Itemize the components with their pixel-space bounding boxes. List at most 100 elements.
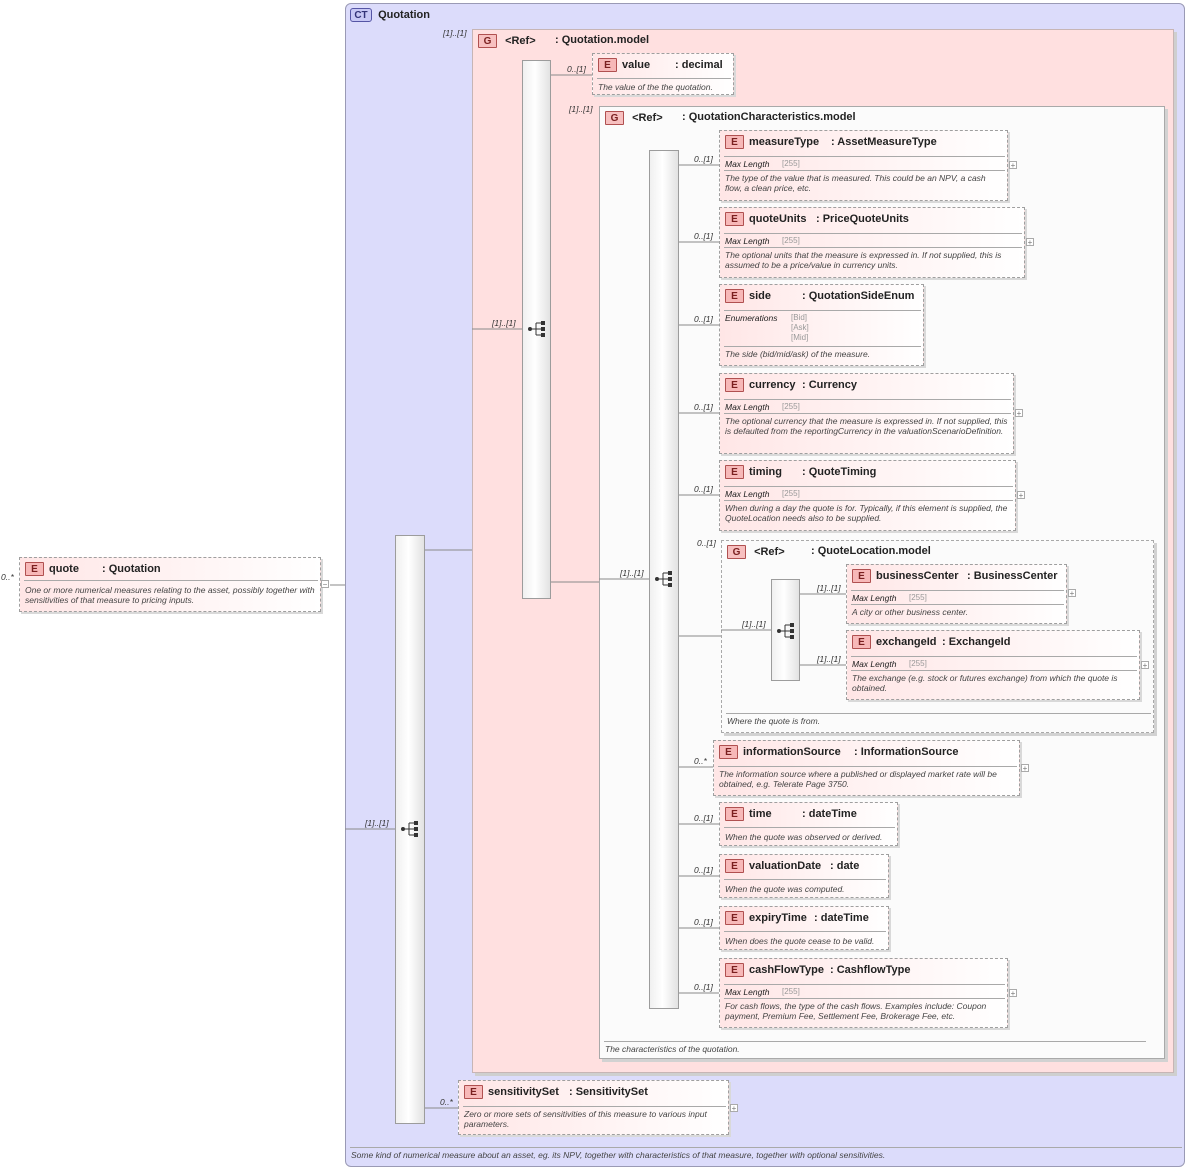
element-doc: When the quote was computed. <box>725 884 845 894</box>
cardinality-timing: 0..[1] <box>694 484 713 494</box>
facet-value: [255] <box>782 159 800 168</box>
element-type: : CashflowType <box>830 964 911 976</box>
expand-toggle[interactable]: + <box>1141 661 1149 670</box>
cardinality-characteristics-sequence: [1]..[1] <box>620 568 644 578</box>
element-type: : InformationSource <box>854 746 959 758</box>
element-name: quote <box>49 563 79 575</box>
element-badge: E <box>725 135 744 149</box>
element-badge: E <box>852 569 871 583</box>
element-type: : dateTime <box>802 808 857 820</box>
group-name: : QuotationCharacteristics.model <box>682 111 856 123</box>
element-name: businessCenter <box>876 570 959 582</box>
facet-label: Max Length <box>725 987 770 997</box>
facet-value: [255] <box>782 236 800 245</box>
cardinality-valuation-date: 0..[1] <box>694 865 713 875</box>
cardinality-time: 0..[1] <box>694 813 713 823</box>
expand-toggle[interactable]: + <box>1021 764 1029 773</box>
element-doc: When during a day the quote is for. Typi… <box>725 503 1008 523</box>
element-type: : BusinessCenter <box>967 570 1058 582</box>
complex-type-badge: CT <box>350 8 372 22</box>
element-doc: A city or other business center. <box>852 607 969 617</box>
cardinality-sensitivity-set: 0..* <box>440 1097 453 1107</box>
expand-toggle[interactable]: + <box>1026 238 1034 247</box>
element-type: : QuotationSideEnum <box>802 290 915 302</box>
element-badge: E <box>725 289 744 303</box>
element-doc: When does the quote cease to be valid. <box>725 936 875 946</box>
element-name: sensitivitySet <box>488 1086 559 1098</box>
cardinality-characteristics-model: [1]..[1] <box>569 104 593 114</box>
element-name: measureType <box>749 136 820 148</box>
element-doc: Zero or more sets of sensitivities of th… <box>464 1109 707 1129</box>
element-type: : Quotation <box>102 563 161 575</box>
expand-toggle[interactable]: + <box>1068 589 1076 598</box>
facet-label: Enumerations <box>725 313 778 323</box>
facet-value: [255] <box>909 593 927 602</box>
sequence-compositor-quotation-model[interactable] <box>522 60 551 599</box>
cardinality-quote-units: 0..[1] <box>694 231 713 241</box>
group-ref: <Ref> <box>754 546 785 558</box>
element-doc: The information source where a published… <box>719 769 997 789</box>
cardinality-quotation-model-sequence: [1]..[1] <box>492 318 516 328</box>
collapse-toggle[interactable]: − <box>321 580 329 589</box>
element-badge: E <box>464 1085 483 1099</box>
element-name: side <box>749 290 772 302</box>
element-badge: E <box>725 963 744 977</box>
element-name: expiryTime <box>749 912 807 924</box>
expand-toggle[interactable]: + <box>1009 161 1017 170</box>
cardinality-information-source: 0..* <box>694 756 707 766</box>
element-type: : SensitivitySet <box>569 1086 648 1098</box>
element-name: currency <box>749 379 796 391</box>
facet-label: Max Length <box>852 659 897 669</box>
enum-value-bid: [Bid] <box>791 313 808 322</box>
complex-type-doc: Some kind of numerical measure about an … <box>351 1150 886 1160</box>
cardinality-quote-location-model: 0..[1] <box>697 538 716 548</box>
cardinality-expiry-time: 0..[1] <box>694 917 713 927</box>
element-name: exchangeId <box>876 636 937 648</box>
facet-value: [255] <box>782 402 800 411</box>
element-doc: For cash flows, the type of the cash flo… <box>725 1001 987 1021</box>
facet-label: Max Length <box>725 159 770 169</box>
expand-toggle[interactable]: + <box>1009 989 1017 998</box>
element-type: : QuoteTiming <box>802 466 877 478</box>
facet-label: Max Length <box>725 236 770 246</box>
element-type: : AssetMeasureType <box>831 136 937 148</box>
element-name: cashFlowType <box>749 964 824 976</box>
element-badge: E <box>725 212 744 226</box>
element-name: valuationDate <box>749 860 822 872</box>
group-name: : QuoteLocation.model <box>811 545 931 557</box>
element-badge: E <box>852 635 871 649</box>
facet-value: [255] <box>909 659 927 668</box>
cardinality-value: 0..[1] <box>567 64 586 74</box>
expand-toggle[interactable]: + <box>730 1104 738 1113</box>
group-ref: <Ref> <box>505 35 536 47</box>
element-doc: When the quote was observed or derived. <box>725 832 883 842</box>
element-badge: E <box>725 859 744 873</box>
element-badge: E <box>725 911 744 925</box>
facet-label: Max Length <box>725 489 770 499</box>
group-badge: G <box>605 111 624 125</box>
element-badge: E <box>719 745 738 759</box>
group-doc: Where the quote is from. <box>727 716 821 726</box>
sequence-icon <box>777 623 794 639</box>
sequence-icon <box>401 821 418 837</box>
cardinality-business-center: [1]..[1] <box>817 583 841 593</box>
expand-toggle[interactable]: + <box>1017 491 1025 500</box>
expand-toggle[interactable]: + <box>1015 409 1023 418</box>
element-badge: E <box>725 378 744 392</box>
element-doc: The side (bid/mid/ask) of the measure. <box>725 349 871 359</box>
